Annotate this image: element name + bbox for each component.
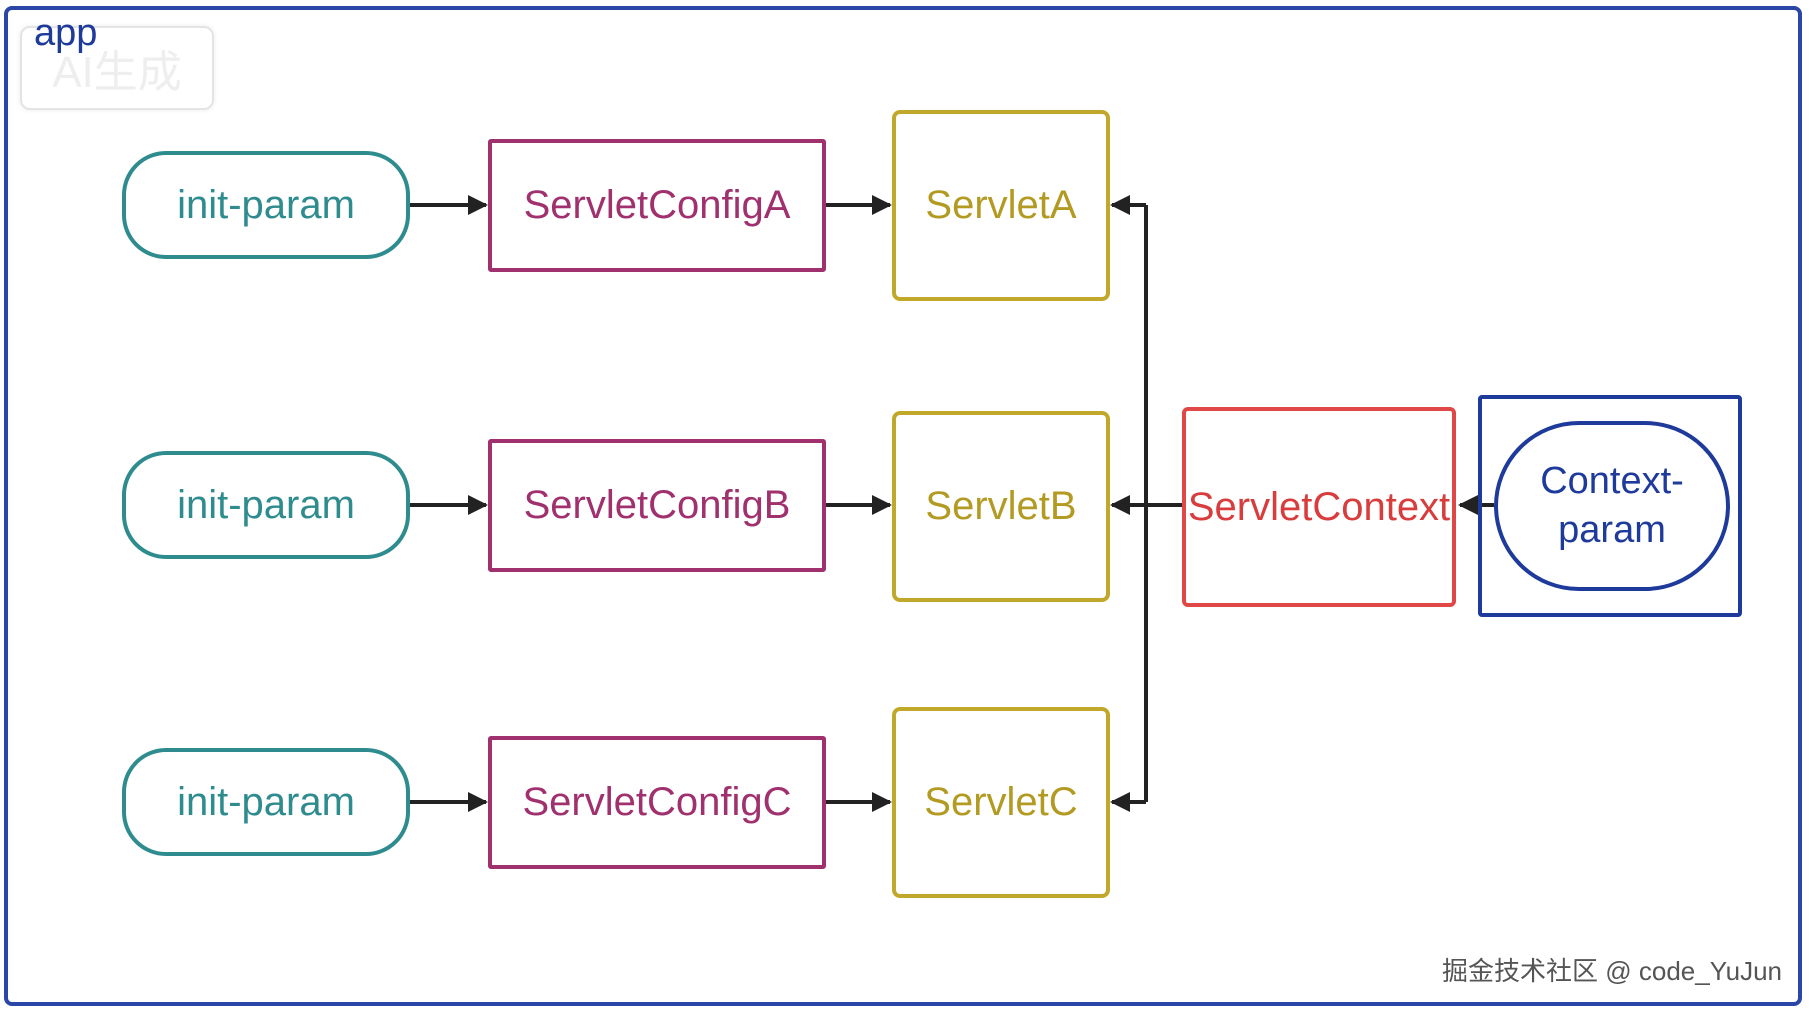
context-param-line1: Context- xyxy=(1540,459,1684,502)
ai-generated-badge: AI生成 xyxy=(20,26,214,110)
servlet-config-c-node: ServletConfigC xyxy=(488,736,826,869)
app-container xyxy=(4,6,1802,1006)
init-param-node-a: init-param xyxy=(122,151,410,259)
context-param-line2: param xyxy=(1558,509,1666,551)
context-param-frame xyxy=(1478,395,1742,617)
context-param-node: Context- param xyxy=(1494,421,1730,591)
watermark: 掘金技术社区 @ code_YuJun xyxy=(1442,956,1782,986)
servlet-context-node: ServletContext xyxy=(1182,407,1456,607)
servlet-a-node: ServletA xyxy=(892,110,1110,301)
servlet-b-node: ServletB xyxy=(892,411,1110,602)
init-param-node-b: init-param xyxy=(122,451,410,559)
servlet-config-b-node: ServletConfigB xyxy=(488,439,826,572)
container-label: app xyxy=(34,12,98,54)
servlet-config-a-node: ServletConfigA xyxy=(488,139,826,272)
servlet-c-node: ServletC xyxy=(892,707,1110,898)
init-param-node-c: init-param xyxy=(122,748,410,856)
